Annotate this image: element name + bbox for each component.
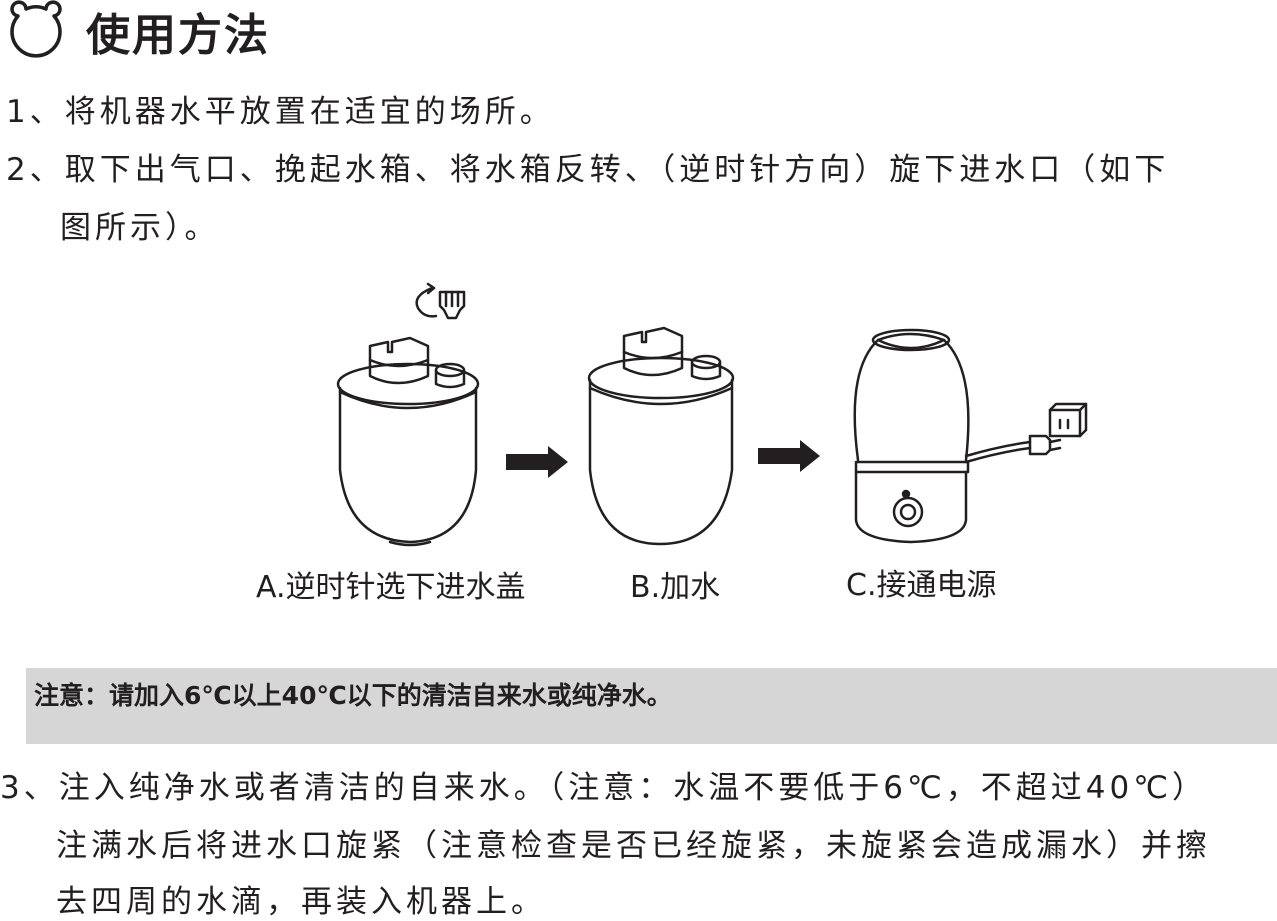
step-2-text-line1: 2、取下出气口、挽起水箱、将水箱反转、（逆时针方向）旋下进水口（如下 <box>6 152 1170 188</box>
section-header: 使用方法 <box>4 0 270 62</box>
plug-icon <box>1028 434 1062 456</box>
usage-illustration <box>336 282 1088 547</box>
arrow-right-icon <box>506 446 568 478</box>
step-3-text-line1: 3、注入纯净水或者清洁的自来水。（注意：水温不要低于6℃，不超过40℃） <box>0 770 1208 806</box>
page-title: 使用方法 <box>86 10 270 61</box>
step-2-text-line2: 图所示）。 <box>60 210 220 246</box>
caption-a: A.逆时针选下进水盖 <box>256 570 526 605</box>
notice-banner: 注意：请加入6℃以上40℃以下的清洁自来水或纯净水。 <box>26 668 1277 744</box>
caption-c: C.接通电源 <box>846 568 997 603</box>
humidifier-c <box>853 328 1032 544</box>
rotate-counterclockwise-icon <box>415 282 438 318</box>
power-socket-icon <box>1048 402 1088 438</box>
water-tank-b <box>587 326 735 546</box>
water-cap-icon <box>438 290 466 320</box>
water-tank-a <box>336 336 480 547</box>
caption-b: B.加水 <box>630 570 721 605</box>
step-3-text-line3: 去四周的水滴，再装入机器上。 <box>56 884 546 920</box>
bear-head-icon <box>10 0 62 58</box>
step-3-text-line2: 注满水后将进水口旋紧（注意检查是否已经旋紧，未旋紧会造成漏水）并擦 <box>56 828 1211 864</box>
arrow-right-icon <box>758 440 820 472</box>
notice-text: 注意：请加入6℃以上40℃以下的清洁自来水或纯净水。 <box>34 681 672 710</box>
step-1-text: 1、将机器水平放置在适宜的场所。 <box>6 94 555 130</box>
